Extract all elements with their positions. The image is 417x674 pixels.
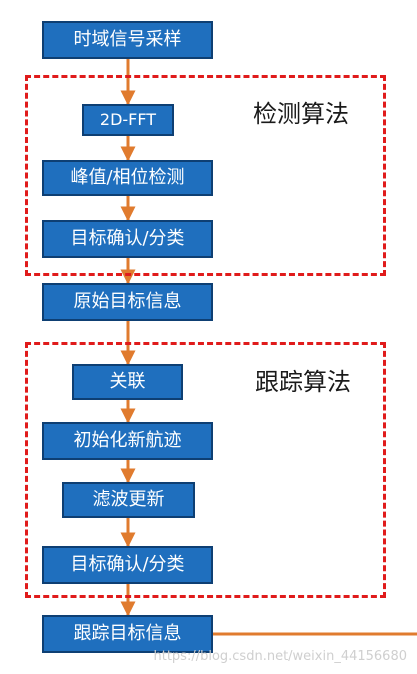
- node-association: 关联: [72, 364, 183, 400]
- node-tracked-target-info: 跟踪目标信息: [42, 615, 213, 653]
- tracking-region: [25, 342, 386, 598]
- node-2d-fft: 2D-FFT: [82, 104, 174, 136]
- node-peak-phase-detection: 峰值/相位检测: [42, 160, 213, 196]
- node-target-confirm-classify: 目标确认/分类: [42, 220, 213, 258]
- node-init-new-track: 初始化新航迹: [42, 422, 213, 460]
- node-sampling: 时域信号采样: [42, 21, 213, 59]
- detection-region-label: 检测算法: [253, 100, 349, 128]
- tracking-region-label: 跟踪算法: [255, 368, 351, 396]
- watermark: https://blog.csdn.net/weixin_44156680: [153, 649, 407, 664]
- node-filter-update: 滤波更新: [62, 482, 195, 518]
- node-target-confirm-classify-2: 目标确认/分类: [42, 546, 213, 584]
- detection-region: [25, 75, 386, 276]
- node-raw-target-info: 原始目标信息: [42, 283, 213, 321]
